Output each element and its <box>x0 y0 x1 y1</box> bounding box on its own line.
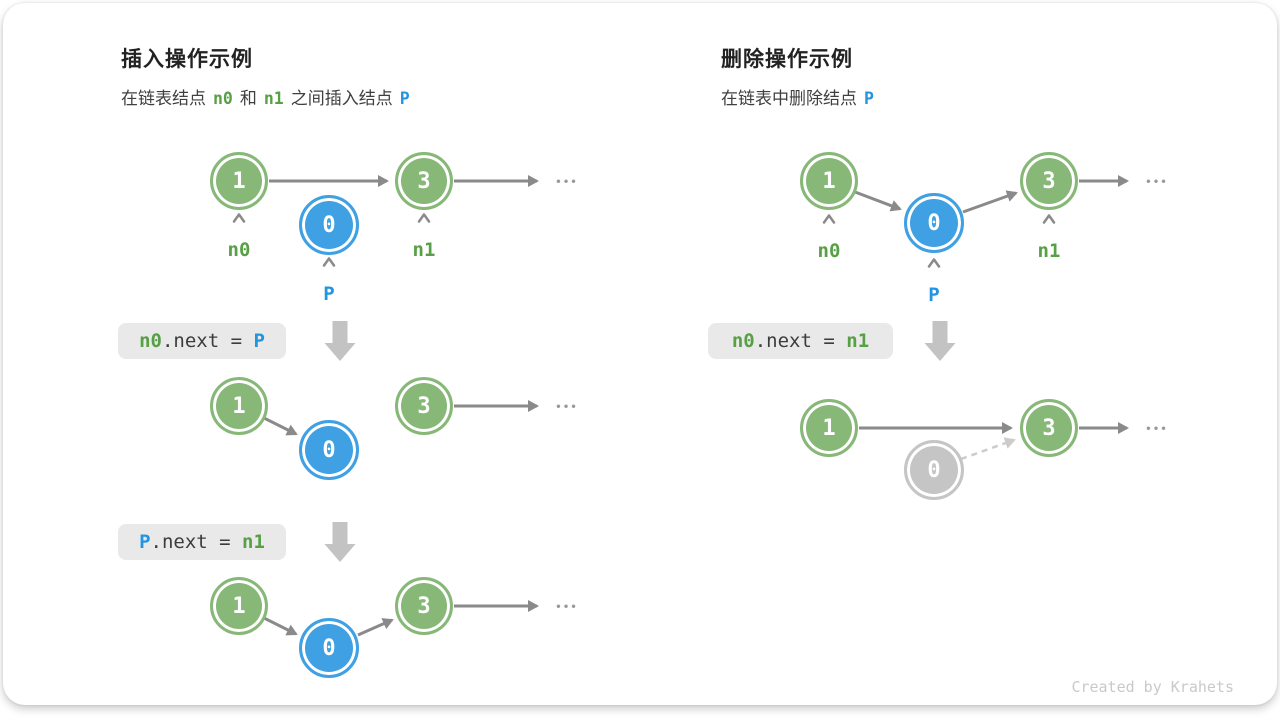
token-n0: n0 <box>213 89 233 108</box>
node-0: 0 <box>299 618 359 678</box>
caret-up-icon <box>322 257 336 267</box>
node-1: 1 <box>210 577 268 635</box>
dashed-arrow-0-to-3 <box>960 437 1016 461</box>
code-label-n0-next-n1: n0.next = n1 <box>708 323 893 359</box>
down-arrow-icon <box>324 321 356 361</box>
node-0: 0 <box>299 195 359 255</box>
pointer-label-n0: n0 <box>227 239 251 261</box>
code-label-p-next-n1: P.next = n1 <box>118 524 286 560</box>
code-token: n1 <box>242 531 265 553</box>
node-3: 3 <box>395 577 453 635</box>
node-value: 3 <box>417 393 431 419</box>
right-panel-subtitle: 在链表中删除结点 P <box>721 84 881 109</box>
node-value: 0 <box>322 635 336 661</box>
pointer-label-p: P <box>323 283 335 305</box>
node-value: 3 <box>1042 415 1056 441</box>
node-3: 3 <box>395 377 453 435</box>
caret-up-icon <box>1042 214 1056 224</box>
node-3: 3 <box>395 152 453 210</box>
subtitle-text: 在链表中删除结点 <box>721 89 857 108</box>
code-token: .next = <box>161 330 254 352</box>
arrow-1-to-0 <box>263 616 298 636</box>
node-3: 3 <box>1020 152 1078 210</box>
node-value: 0 <box>322 437 336 463</box>
node-value: 1 <box>232 393 246 419</box>
arrows-layer <box>232 175 1129 637</box>
node-value: 3 <box>417 593 431 619</box>
pointer-label-n1: n1 <box>412 239 436 261</box>
node-value: 1 <box>232 593 246 619</box>
code-label-n0-next-p: n0.next = P <box>118 323 286 359</box>
subtitle-text: 和 <box>239 89 257 108</box>
node-value: 0 <box>927 457 941 483</box>
subtitle-text: 之间插入结点 <box>290 89 393 108</box>
arrow-0-to-3 <box>357 618 394 637</box>
code-token: .next = <box>150 531 243 553</box>
code-token: n0 <box>139 330 162 352</box>
node-0: 0 <box>299 420 359 480</box>
node-value: 1 <box>822 168 836 194</box>
arrow-0-to-3 <box>962 190 1018 214</box>
ellipsis-icon: ••• <box>1146 173 1169 189</box>
node-1: 1 <box>800 399 858 457</box>
token-p: P <box>399 89 410 108</box>
down-arrow-icon <box>924 321 956 361</box>
node-value: 0 <box>927 210 941 236</box>
arrow-1-to-0 <box>854 190 902 212</box>
code-token: n0 <box>731 330 755 352</box>
code-token: P <box>253 330 265 352</box>
right-panel-title: 删除操作示例 <box>721 48 853 71</box>
node-1: 1 <box>800 152 858 210</box>
subtitle-text: 在链表结点 <box>121 89 206 108</box>
node-0-removed: 0 <box>904 440 964 500</box>
node-1: 1 <box>210 152 268 210</box>
credit-text: Created by Krahets <box>1071 678 1234 696</box>
node-1: 1 <box>210 377 268 435</box>
node-value: 1 <box>232 168 246 194</box>
caret-up-icon <box>232 213 246 223</box>
canvas-card: 插入操作示例 在链表结点 n0 和 n1 之间插入结点 P 删除操作示例 在链表中删除结点… <box>3 3 1277 705</box>
node-value: 3 <box>1042 168 1056 194</box>
ellipsis-icon: ••• <box>556 598 579 614</box>
caret-up-icon <box>927 258 941 268</box>
ellipsis-icon: ••• <box>1146 420 1169 436</box>
node-value: 0 <box>322 212 336 238</box>
code-token: n1 <box>846 330 870 352</box>
ellipsis-icon: ••• <box>556 398 579 414</box>
token-p: P <box>864 89 874 108</box>
node-value: 1 <box>822 415 836 441</box>
ellipsis-icon: ••• <box>556 173 579 189</box>
down-arrow-icon <box>324 522 356 562</box>
pointer-label-n1: n1 <box>1037 240 1061 262</box>
caret-up-icon <box>417 213 431 223</box>
node-3: 3 <box>1020 399 1078 457</box>
left-panel-title: 插入操作示例 <box>121 48 253 71</box>
code-token: .next = <box>754 330 847 352</box>
pointer-label-n0: n0 <box>817 240 841 262</box>
pointer-label-p: P <box>928 284 940 306</box>
caret-up-icon <box>822 214 836 224</box>
node-value: 3 <box>417 168 431 194</box>
code-token: P <box>139 531 151 553</box>
arrow-1-to-0 <box>263 416 298 436</box>
left-panel-subtitle: 在链表结点 n0 和 n1 之间插入结点 P <box>121 84 417 109</box>
token-n1: n1 <box>263 89 284 108</box>
node-0: 0 <box>904 193 964 253</box>
